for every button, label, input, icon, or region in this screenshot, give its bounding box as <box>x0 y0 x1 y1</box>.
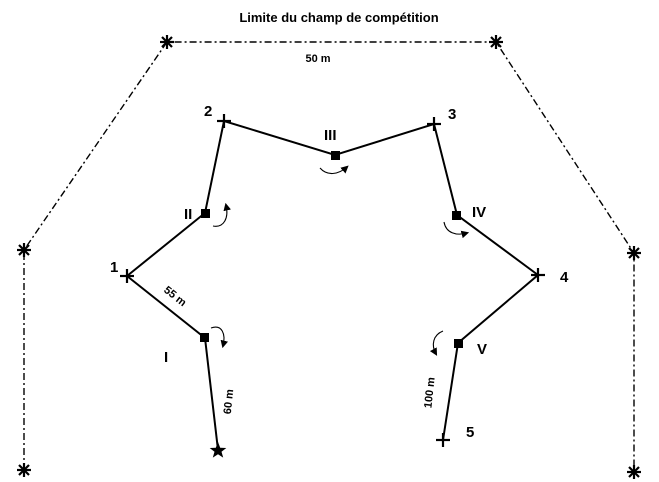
buoy-label: IV <box>472 204 486 221</box>
turning-point-marker <box>217 114 231 128</box>
buoy-marker <box>200 333 209 342</box>
distance-label-start-leg: 60 m <box>222 388 237 414</box>
turning-point-label: 5 <box>466 424 474 441</box>
boundary-marker <box>627 465 641 479</box>
distance-label-last-leg: 100 m <box>422 376 437 408</box>
buoy-marker <box>454 339 463 348</box>
boundary-marker <box>489 35 503 49</box>
competition-boundary <box>23 41 635 472</box>
turning-point-label: 4 <box>560 269 569 286</box>
rounding-arrow-icon <box>443 221 470 239</box>
buoy-label: III <box>324 127 337 144</box>
turning-point-marker <box>531 268 545 282</box>
turning-point-marker <box>120 269 134 283</box>
turning-point-label: 2 <box>204 103 212 120</box>
boundary-distance-label: 50 m <box>305 53 330 65</box>
buoy-label: I <box>164 349 168 366</box>
rounding-arrow-icon <box>319 165 349 175</box>
turning-point-marker <box>436 433 450 447</box>
buoy-marker <box>452 211 461 220</box>
buoy-marker <box>331 151 340 160</box>
buoy-marker <box>201 209 210 218</box>
rounding-arrow-icon <box>210 326 229 349</box>
buoy-label: II <box>184 206 192 223</box>
turning-point-label: 3 <box>448 106 456 123</box>
course-path <box>125 119 540 451</box>
turning-point-label: 1 <box>110 259 118 276</box>
boundary-marker <box>627 246 641 260</box>
boundary-marker <box>17 243 31 257</box>
boundary-marker <box>160 35 174 49</box>
boundary-marker <box>17 463 31 477</box>
rounding-arrow-icon <box>212 202 231 227</box>
turning-point-marker <box>427 117 441 131</box>
buoy-label: V <box>477 341 487 358</box>
diagram-title: Limite du champ de compétition <box>239 10 438 25</box>
rounding-arrow-icon <box>429 330 444 356</box>
start-star-icon <box>209 442 227 458</box>
